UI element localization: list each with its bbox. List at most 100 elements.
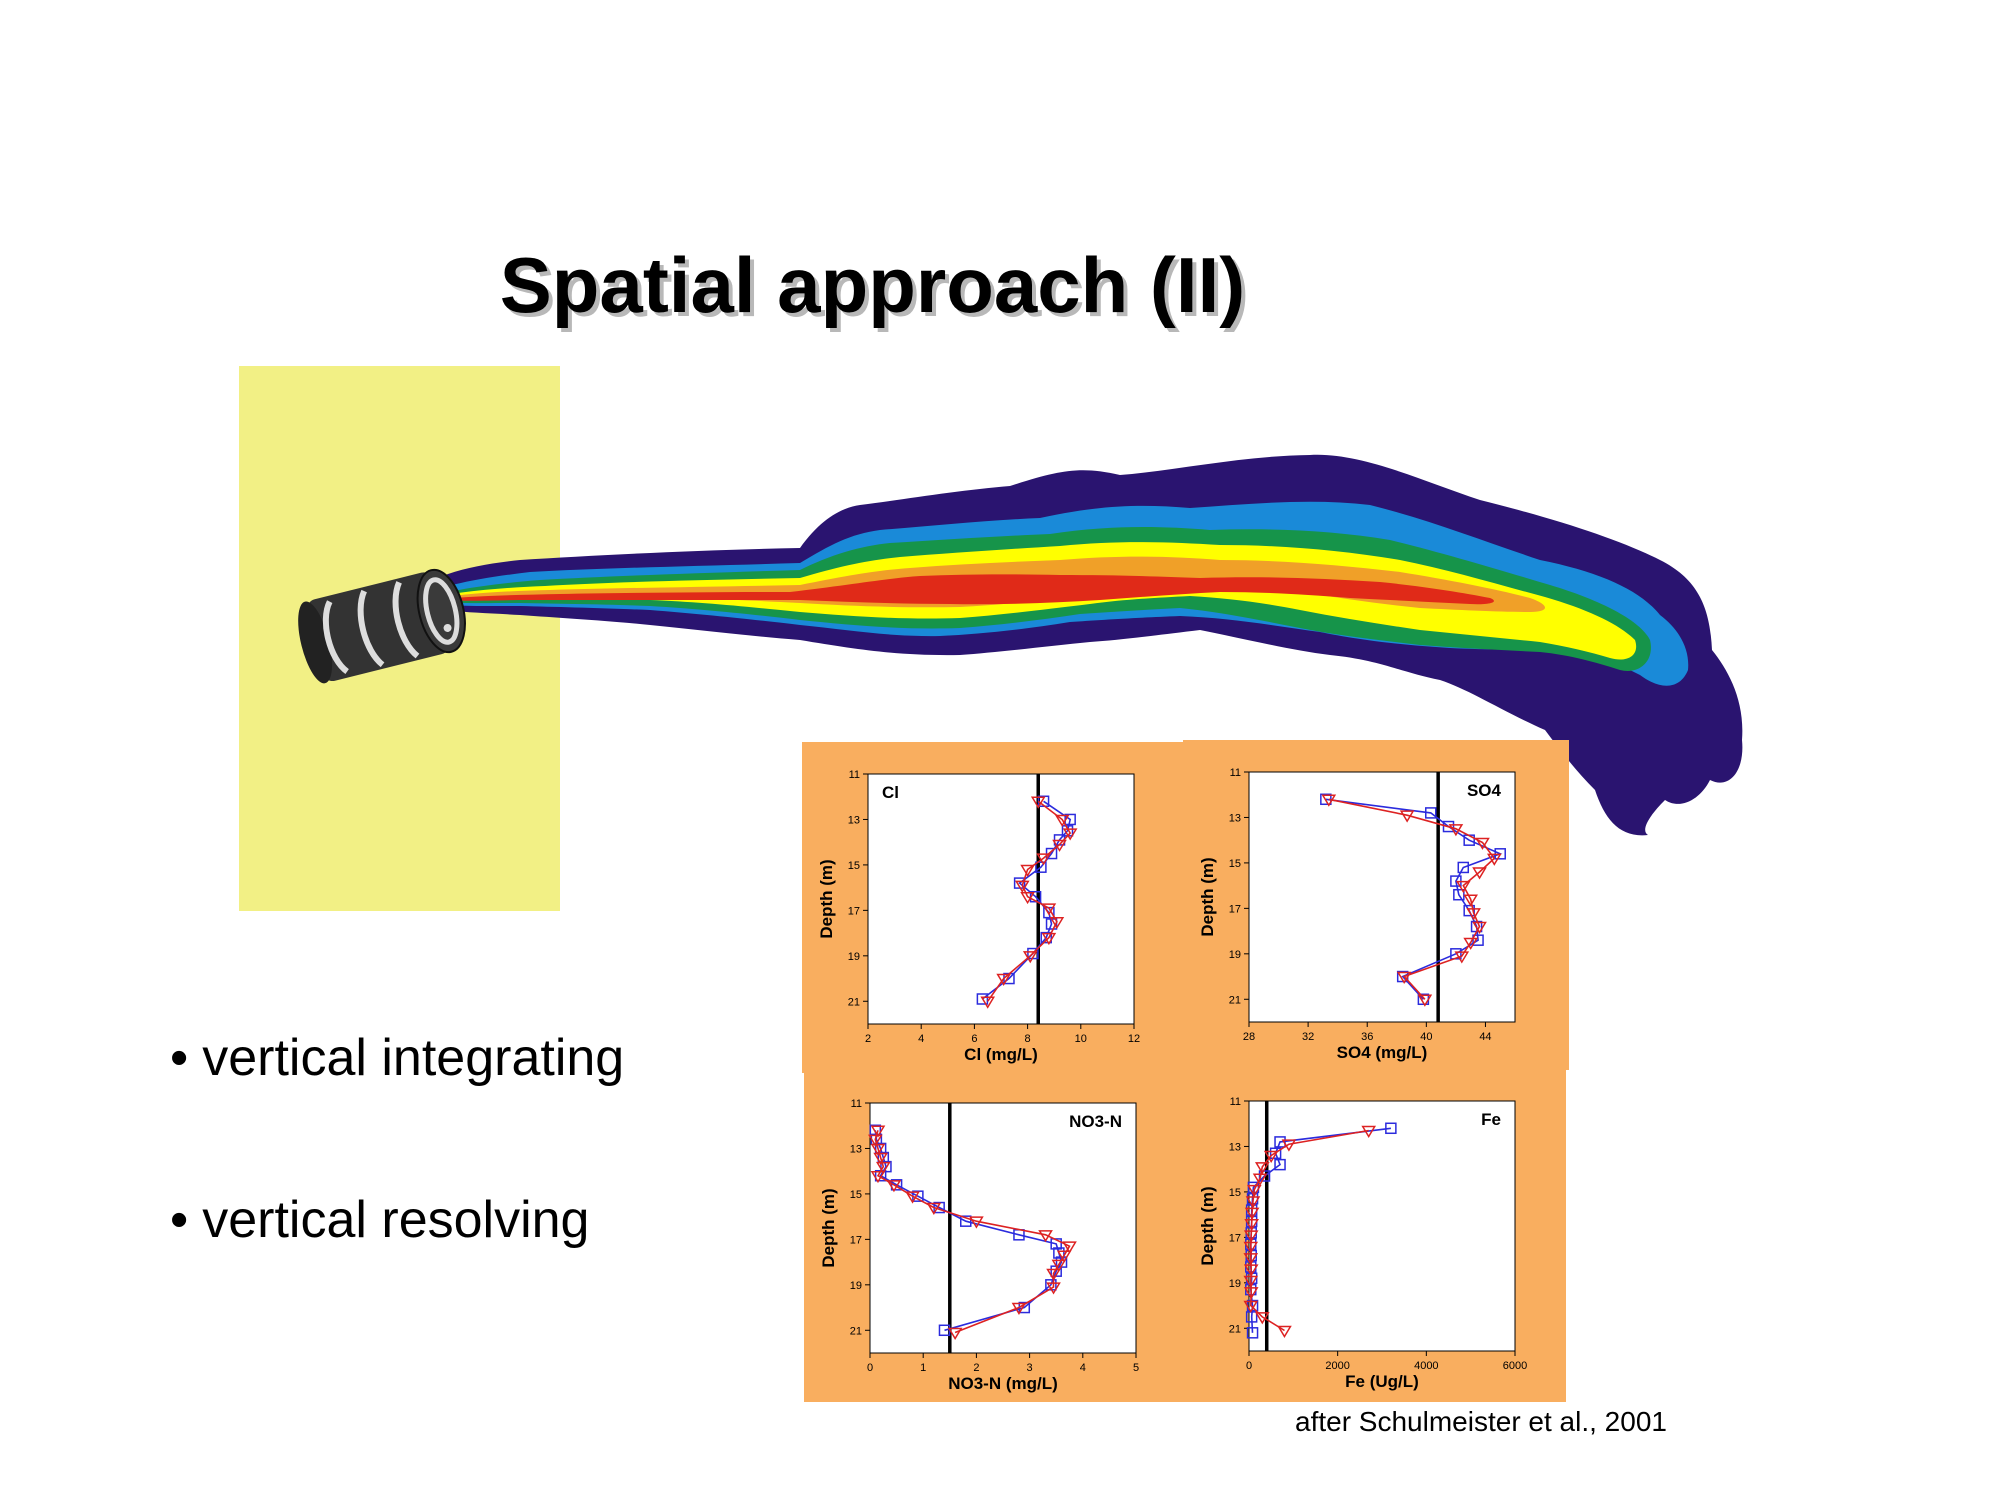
data-point-triangle (1245, 1196, 1261, 1209)
series-line-triangle (1328, 798, 1496, 1000)
x-tick-label: 4 (918, 1033, 924, 1045)
data-point-triangle (886, 1180, 902, 1193)
x-tick-label: 6 (971, 1033, 977, 1045)
bullet-item-2: •vertical resolving (170, 1190, 589, 1250)
data-point-triangle (1022, 951, 1038, 964)
y-tick-label: 19 (848, 951, 860, 963)
bullet-text: vertical integrating (202, 1029, 625, 1087)
y-tick-label: 21 (1229, 994, 1241, 1006)
data-point-triangle (1014, 880, 1030, 893)
y-tick-label: 17 (1229, 903, 1241, 915)
data-point-square (1258, 1170, 1271, 1182)
y-axis-label: Depth (m) (819, 1188, 838, 1267)
plot-area (867, 773, 1135, 1025)
data-point-triangle (1486, 853, 1502, 866)
data-point-square (1050, 1238, 1062, 1250)
data-point-triangle (1020, 891, 1035, 905)
data-point-triangle (1263, 1150, 1279, 1164)
data-point-square (1442, 820, 1455, 833)
x-tick-label: 2 (973, 1362, 979, 1374)
data-point-square (976, 993, 989, 1005)
data-point-square (960, 1215, 972, 1227)
x-tick-label: 0 (1246, 1360, 1252, 1372)
x-tick-label: 2000 (1325, 1360, 1349, 1372)
chart-label: Fe (1481, 1110, 1501, 1129)
data-point-triangle (926, 1202, 942, 1216)
data-point-triangle (1243, 1241, 1259, 1254)
plot-area (869, 1102, 1137, 1354)
x-tick-label: 6000 (1503, 1360, 1527, 1372)
x-tick-label: 10 (1075, 1033, 1087, 1045)
data-point-triangle (1454, 951, 1470, 964)
data-point-triangle (1448, 824, 1464, 837)
y-tick-label: 19 (1229, 949, 1241, 961)
citation: after Schulmeister et al., 2001 (1295, 1406, 1667, 1437)
data-point-triangle (1472, 921, 1487, 935)
x-tick-label: 40 (1420, 1031, 1432, 1043)
y-tick-label: 11 (851, 1098, 862, 1110)
data-point-square (1246, 1327, 1259, 1339)
chart-label: SO4 (1467, 781, 1502, 800)
data-point-triangle (1243, 1230, 1259, 1243)
bullet-text: vertical resolving (202, 1191, 590, 1249)
y-tick-label: 17 (848, 905, 860, 917)
y-tick-label: 15 (1229, 1187, 1241, 1199)
x-axis-label: NO3-N (mg/L) (948, 1374, 1058, 1393)
plume-band-red (430, 574, 1494, 605)
data-point-triangle (1417, 994, 1433, 1007)
data-point-triangle (1020, 864, 1035, 877)
data-point-triangle (1281, 1139, 1297, 1152)
data-point-triangle (1463, 937, 1478, 950)
data-point-triangle (1041, 903, 1057, 916)
data-point-triangle (1046, 1268, 1061, 1281)
y-tick-label: 11 (1230, 1096, 1241, 1108)
data-point-triangle (969, 1216, 984, 1229)
data-point-triangle (1243, 1300, 1259, 1314)
y-tick-label: 21 (1229, 1323, 1241, 1335)
x-tick-label: 0 (867, 1362, 873, 1374)
data-point-triangle (1455, 880, 1471, 894)
data-point-square (1245, 1311, 1258, 1323)
y-tick-label: 17 (850, 1234, 862, 1246)
data-point-square (1457, 861, 1470, 874)
data-point-triangle (1463, 894, 1478, 907)
chart-label: NO3-N (1069, 1112, 1122, 1131)
x-tick-label: 4000 (1414, 1360, 1438, 1372)
data-point-square (1425, 807, 1437, 819)
barrel-icon (298, 568, 466, 684)
data-point-square (1035, 861, 1047, 873)
y-tick-label: 13 (848, 814, 860, 826)
data-point-triangle (1254, 1162, 1270, 1175)
x-tick-label: 2 (865, 1033, 871, 1045)
data-point-triangle (1361, 1125, 1377, 1139)
data-point-triangle (1036, 853, 1051, 866)
data-point-triangle (1056, 1250, 1072, 1263)
data-point-triangle (1243, 1275, 1259, 1289)
y-tick-label: 13 (1229, 1141, 1241, 1153)
data-point-triangle (1254, 1312, 1270, 1325)
slide-title: Spatial approach (II) (499, 241, 1246, 329)
y-tick-label: 17 (1229, 1232, 1241, 1244)
x-tick-label: 32 (1302, 1031, 1314, 1043)
data-point-triangle (1243, 1253, 1259, 1266)
data-point-triangle (947, 1327, 963, 1341)
data-point-triangle (1399, 810, 1415, 823)
series-line-triangle (874, 1130, 1071, 1334)
data-point-square (890, 1179, 903, 1191)
data-point-triangle (1244, 1207, 1260, 1220)
bullet-dot: • (170, 1029, 189, 1087)
x-tick-label: 8 (1025, 1033, 1031, 1045)
y-tick-label: 21 (848, 996, 860, 1008)
data-point-triangle (1062, 828, 1078, 841)
y-tick-label: 21 (850, 1325, 862, 1337)
x-tick-label: 4 (1080, 1362, 1086, 1374)
data-point-triangle (1252, 1173, 1268, 1186)
y-tick-label: 19 (1229, 1278, 1241, 1290)
data-point-triangle (1475, 837, 1490, 850)
data-point-triangle (1321, 794, 1337, 807)
